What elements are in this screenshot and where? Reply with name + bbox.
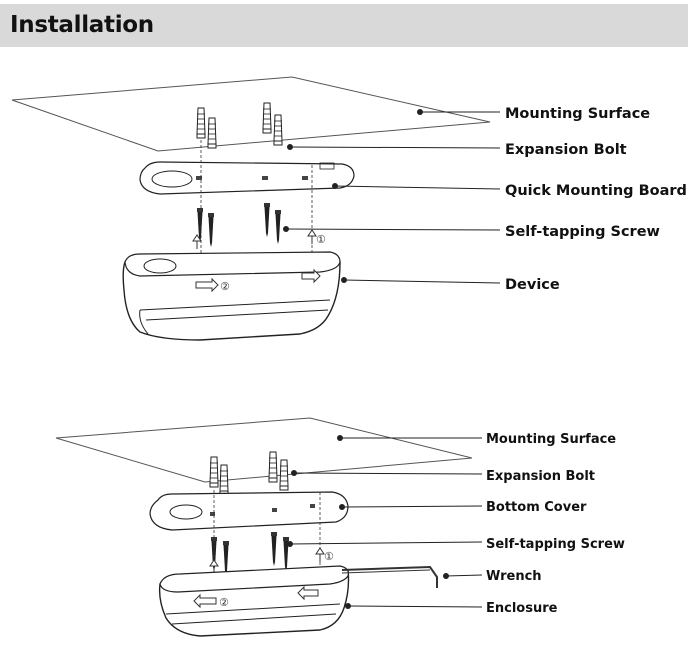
- bottom-cover: [149, 491, 349, 531]
- callout-self-tapping-screw: Self-tapping Screw: [486, 537, 625, 552]
- expansion-bolt: [207, 117, 217, 149]
- arrow-up-icon: [315, 547, 325, 563]
- step-mark-1: ①: [316, 233, 326, 246]
- top-diagram: ① ② Mounting Surface Expansion Bolt Quic…: [11, 76, 687, 341]
- step-mark-2: ②: [220, 280, 230, 293]
- callout-mounting-surface: Mounting Surface: [486, 432, 616, 447]
- callout-self-tapping-screw: Self-tapping Screw: [505, 224, 660, 240]
- expansion-bolt: [209, 456, 219, 488]
- self-tapping-screw: [208, 213, 214, 247]
- device: ②: [122, 251, 341, 341]
- wrench: [341, 565, 438, 588]
- callout-bottom-cover: Bottom Cover: [486, 500, 587, 515]
- self-tapping-screw: [271, 532, 277, 566]
- expansion-bolt: [273, 114, 283, 146]
- step-mark-2: ②: [219, 596, 229, 609]
- callout-device: Device: [505, 277, 560, 293]
- bottom-diagram: ① ② Mounting Surface Expan: [55, 417, 625, 637]
- self-tapping-screw: [275, 210, 281, 244]
- mounting-surface-plate: [11, 76, 491, 152]
- self-tapping-screw: [264, 203, 270, 237]
- callout-expansion-bolt: Expansion Bolt: [505, 142, 627, 158]
- expansion-bolt: [262, 102, 272, 134]
- expansion-bolt: [196, 107, 206, 139]
- section-header: Installation: [0, 4, 688, 47]
- enclosure: ②: [158, 565, 350, 637]
- callout-wrench: Wrench: [486, 569, 542, 584]
- callout-mounting-surface: Mounting Surface: [505, 106, 650, 122]
- expansion-bolt: [279, 459, 289, 491]
- arrow-up-icon: [307, 229, 317, 245]
- callout-expansion-bolt: Expansion Bolt: [486, 469, 595, 484]
- expansion-bolt: [219, 464, 229, 496]
- callout-quick-mounting-board: Quick Mounting Board: [505, 183, 687, 199]
- step-mark-1: ①: [324, 550, 334, 563]
- self-tapping-screw: [223, 541, 229, 575]
- expansion-bolt: [268, 451, 278, 483]
- section-title: Installation: [10, 12, 154, 38]
- quick-mounting-board: [139, 161, 355, 195]
- callout-enclosure: Enclosure: [486, 601, 558, 616]
- mounting-surface-plate: [55, 417, 473, 483]
